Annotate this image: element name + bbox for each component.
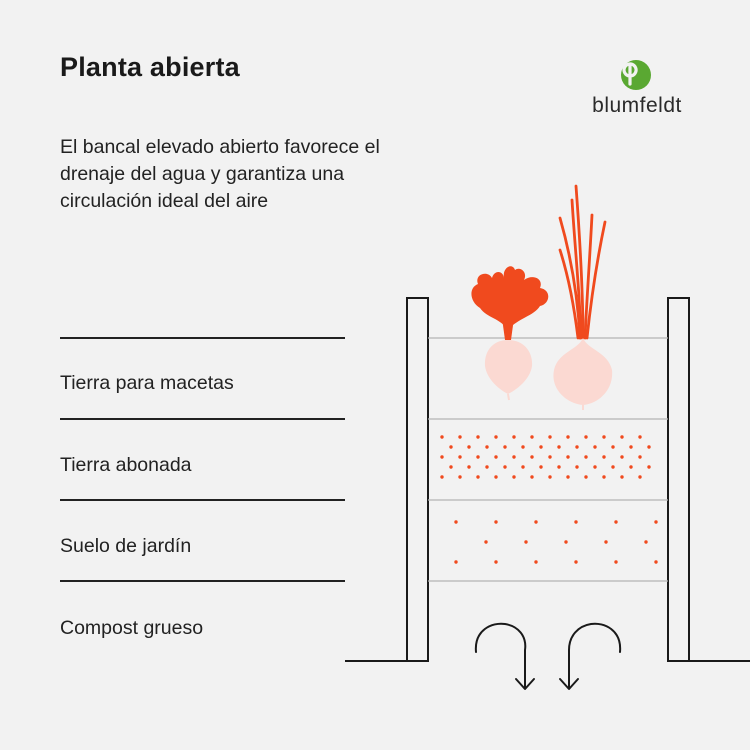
soil-dot	[629, 445, 633, 449]
soil-dot	[647, 465, 651, 469]
b-leaf-logo-icon	[621, 60, 651, 90]
layer-label-coarse-compost: Compost grueso	[60, 617, 204, 639]
soil-dot	[566, 455, 570, 459]
soil-dot	[574, 520, 578, 524]
onion-icon	[553, 184, 613, 410]
layer-divider	[60, 499, 345, 501]
soil-dot	[539, 445, 543, 449]
soil-dot	[440, 435, 444, 439]
soil-dot	[534, 520, 538, 524]
soil-dot	[467, 465, 471, 469]
soil-dot	[454, 560, 458, 564]
soil-dot	[494, 475, 498, 479]
soil-dot	[593, 445, 597, 449]
soil-dot	[602, 435, 606, 439]
soil-dot	[654, 520, 658, 524]
soil-dot	[503, 445, 507, 449]
soil-dot	[584, 475, 588, 479]
soil-dot	[611, 445, 615, 449]
soil-dot	[485, 445, 489, 449]
soil-dot	[564, 540, 568, 544]
soil-dot	[548, 475, 552, 479]
soil-dot	[557, 445, 561, 449]
soil-dot	[584, 455, 588, 459]
soil-dot	[494, 435, 498, 439]
soil-dot	[512, 455, 516, 459]
soil-dot	[620, 435, 624, 439]
bed-wall-right	[667, 297, 690, 662]
soil-dot	[476, 455, 480, 459]
soil-dot	[575, 465, 579, 469]
soil-dot	[476, 475, 480, 479]
layer-divider	[60, 418, 345, 420]
layer-divider	[60, 337, 345, 339]
soil-dot	[575, 445, 579, 449]
soil-dot	[647, 445, 651, 449]
soil-dot	[494, 455, 498, 459]
soil-dot	[638, 435, 642, 439]
soil-dot	[534, 560, 538, 564]
soil-dot	[539, 465, 543, 469]
brand-logo: blumfeldt	[572, 58, 702, 120]
soil-dot	[620, 475, 624, 479]
soil-dot	[494, 520, 498, 524]
soil-dot	[484, 540, 488, 544]
soil-dot	[530, 475, 534, 479]
soil-dot	[512, 435, 516, 439]
layer-divider	[60, 580, 345, 582]
soil-dot	[530, 435, 534, 439]
soil-dot	[512, 475, 516, 479]
soil-dot	[638, 475, 642, 479]
fertilized-soil-dots	[440, 435, 651, 479]
bed-layer-lines	[428, 337, 668, 582]
soil-dot	[566, 435, 570, 439]
soil-dot	[638, 455, 642, 459]
soil-dot	[629, 465, 633, 469]
soil-dot	[548, 435, 552, 439]
layer-label-garden-soil: Suelo de jardín	[60, 535, 192, 557]
air-circulation-arrows-icon	[474, 622, 622, 690]
beet-icon	[471, 266, 549, 401]
soil-dot	[440, 475, 444, 479]
soil-dot	[485, 465, 489, 469]
soil-dot	[458, 435, 462, 439]
soil-dot	[604, 540, 608, 544]
soil-dot	[602, 475, 606, 479]
brand-name: blumfeldt	[592, 94, 682, 117]
soil-dot	[611, 465, 615, 469]
soil-dot	[524, 540, 528, 544]
soil-dot	[574, 560, 578, 564]
soil-dot	[454, 520, 458, 524]
bed-wall-left	[406, 297, 429, 662]
soil-dot	[521, 465, 525, 469]
soil-dot	[548, 455, 552, 459]
soil-dot	[503, 465, 507, 469]
soil-dot	[620, 455, 624, 459]
layer-label-fertilized-soil: Tierra abonada	[60, 454, 192, 476]
soil-dot	[449, 465, 453, 469]
soil-dot	[440, 455, 444, 459]
soil-dot	[494, 560, 498, 564]
soil-dot	[614, 520, 618, 524]
soil-dot	[654, 560, 658, 564]
soil-dot	[593, 465, 597, 469]
soil-dot	[476, 435, 480, 439]
garden-soil-dots	[454, 520, 658, 564]
soil-dot	[467, 445, 471, 449]
soil-dot	[530, 455, 534, 459]
soil-dot	[521, 445, 525, 449]
soil-dot	[584, 435, 588, 439]
soil-dot	[557, 465, 561, 469]
soil-dot	[614, 560, 618, 564]
soil-dot	[449, 445, 453, 449]
soil-dot	[644, 540, 648, 544]
layer-label-potting-soil: Tierra para macetas	[60, 372, 234, 394]
soil-dot	[566, 475, 570, 479]
soil-dot	[458, 455, 462, 459]
description-text: El bancal elevado abierto favorece el dr…	[60, 136, 380, 212]
page-title: Planta abierta	[60, 52, 240, 82]
soil-dot	[602, 455, 606, 459]
soil-dot	[458, 475, 462, 479]
